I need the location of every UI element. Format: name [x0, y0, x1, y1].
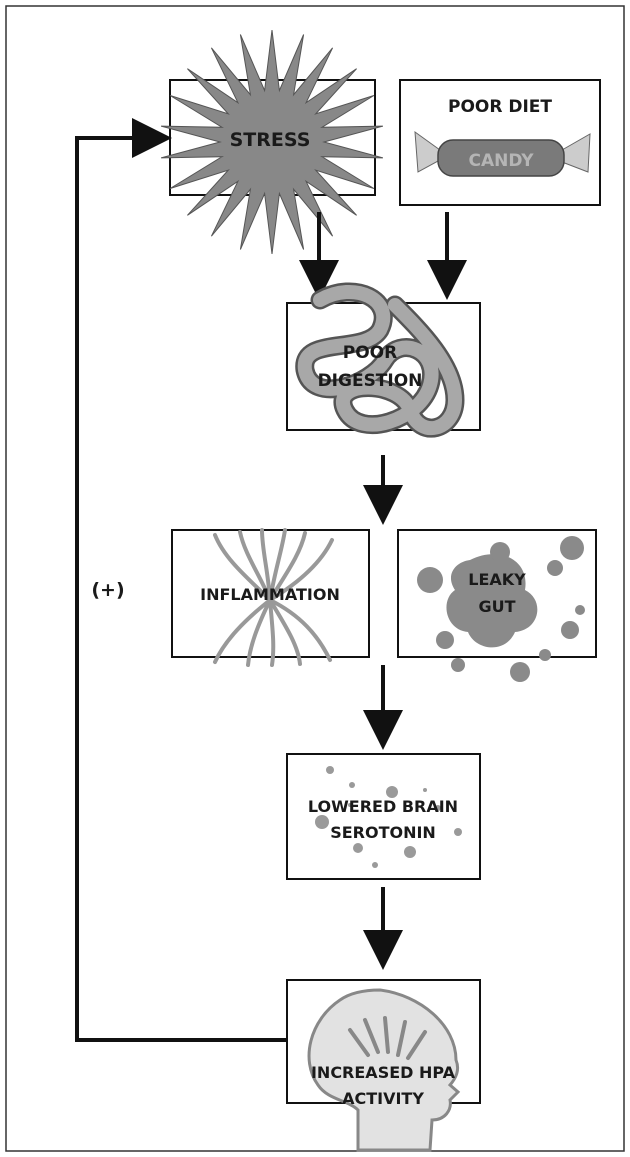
feedback-label: (+) [91, 579, 124, 601]
stress-node: STRESS [160, 29, 384, 255]
leaky-gut-node: LEAKY GUT [397, 529, 597, 682]
increased-hpa-line1: INCREASED HPA [311, 1063, 456, 1082]
poor-diet-node: POOR DIET CANDY [399, 79, 601, 206]
feedback-loop-arrow [75, 118, 287, 1042]
lowered-serotonin-node: LOWERED BRAIN SEROTONIN [286, 753, 481, 880]
inflammation-node: INFLAMMATION [171, 528, 370, 667]
inflammation-label: INFLAMMATION [200, 585, 340, 604]
head-profile-icon [307, 988, 461, 1152]
poor-digestion-node: POOR DIGESTION [286, 282, 481, 438]
stress-label: STRESS [230, 129, 311, 151]
splatter-icon [417, 536, 585, 682]
flame-fronds-icon [213, 528, 334, 667]
lowered-serotonin-line1: LOWERED BRAIN [308, 797, 458, 816]
poor-diet-label: POOR DIET [448, 97, 552, 117]
lowered-serotonin-line2: SEROTONIN [330, 823, 436, 842]
poor-digestion-line2: DIGESTION [318, 371, 423, 391]
poor-digestion-line1: POOR [343, 343, 397, 363]
increased-hpa-node: INCREASED HPA ACTIVITY [286, 979, 481, 1152]
lowered-serotonin-box [286, 753, 481, 880]
speckle-dots-icon [315, 766, 462, 868]
leaky-gut-line1: LEAKY [468, 570, 526, 589]
starburst-icon [160, 29, 384, 255]
leaky-gut-line2: GUT [478, 597, 515, 616]
increased-hpa-line2: ACTIVITY [342, 1089, 424, 1108]
intestine-icon [295, 282, 465, 438]
candy-icon: CANDY [414, 130, 591, 177]
candy-text: CANDY [468, 151, 534, 171]
